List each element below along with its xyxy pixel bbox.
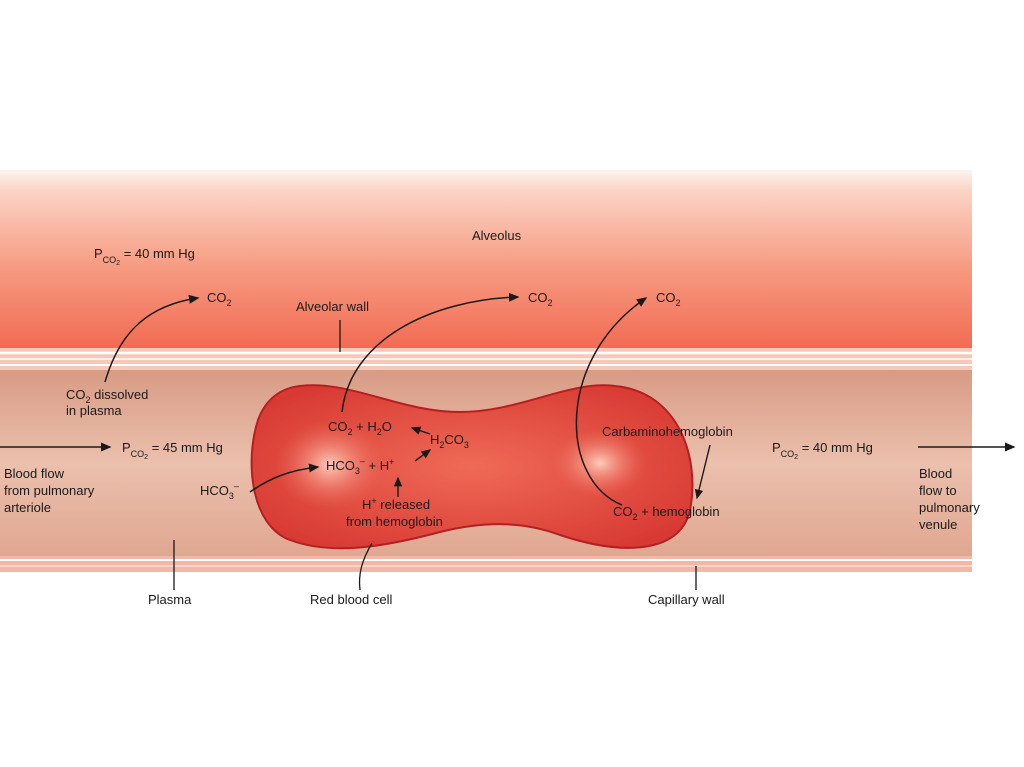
capillary-wall-band: [0, 556, 972, 572]
red-blood-cell-label: Red blood cell: [310, 592, 392, 607]
arrow-carbamino-co2: [575, 297, 648, 506]
co2-label-3: CO2: [656, 290, 681, 308]
carbaminohemoglobin-label: Carbaminohemoglobin: [602, 424, 733, 439]
arrow-hco3-into-cell: [249, 463, 320, 493]
co2-label-2: CO2: [528, 290, 553, 308]
reaction-h2co3: H2CO3: [430, 432, 469, 450]
rbc-highlight-right: [552, 428, 648, 498]
arrow-h2co3-to-co2: [410, 426, 431, 435]
arrow-dissolved-co2: [104, 294, 200, 383]
from-hemoglobin-label: from hemoglobin: [346, 514, 443, 529]
hco3-plasma-label: HCO3–: [200, 481, 239, 501]
alveolar-wall-label: Alveolar wall: [296, 299, 369, 314]
alveolus-pco2: PCO2 = 40 mm Hg: [94, 246, 195, 267]
arrow-carbamino: [694, 444, 711, 500]
arrow-rbc-co2: [341, 292, 520, 413]
reaction-hco3-h: HCO3– + H+: [326, 456, 394, 476]
rbc-pointer: [358, 542, 373, 591]
co2-label-1: CO2: [207, 290, 232, 308]
reaction-co2-hemoglobin: CO2 + hemoglobin: [613, 504, 720, 522]
flow-in-label: Blood flow from pulmonary arteriole: [4, 466, 98, 515]
pco2-out-label: PCO2 = 40 mm Hg: [772, 440, 873, 461]
co2-dissolved-label: CO2 dissolved: [66, 387, 148, 405]
capillary-wall-label: Capillary wall: [648, 592, 725, 607]
arrow-h-to-h2co3: [414, 449, 432, 462]
alveolus-region: [0, 170, 972, 350]
rbc-highlight-left: [275, 420, 385, 510]
h-released-label: H+ released: [362, 496, 430, 512]
reaction-co2-h2o: CO2 + H2O: [328, 419, 392, 437]
in-plasma-label: in plasma: [66, 403, 122, 418]
alveolus-label: Alveolus: [472, 228, 522, 243]
flow-out-label: Blood flow to pulmonary venule: [919, 466, 983, 532]
plasma-label: Plasma: [148, 592, 192, 607]
pco2-in-label: PCO2 = 45 mm Hg: [122, 440, 223, 461]
red-blood-cell-shape: [250, 384, 694, 550]
